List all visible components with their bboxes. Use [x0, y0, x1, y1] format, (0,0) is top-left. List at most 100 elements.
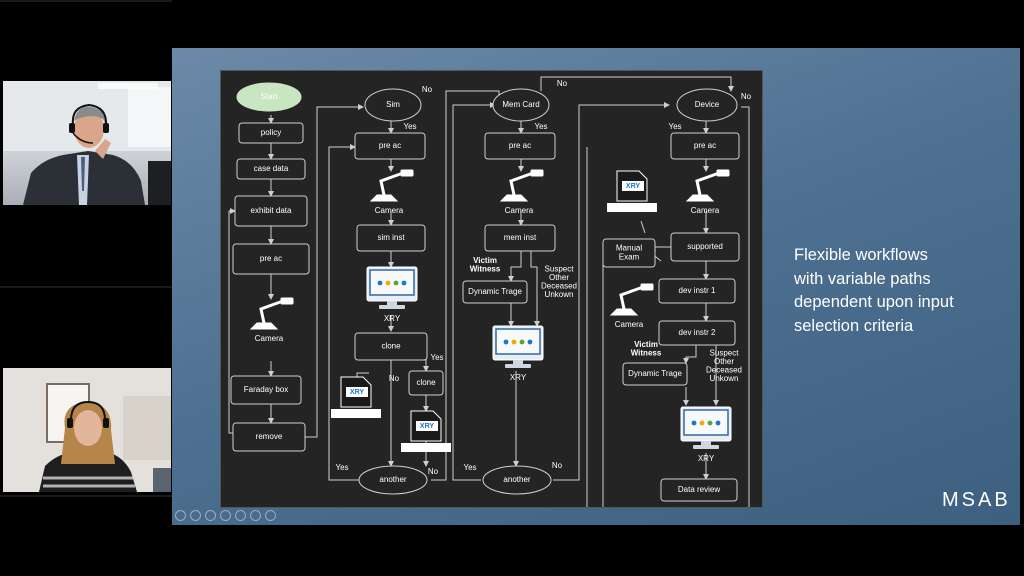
- remove-node: remove: [232, 422, 306, 452]
- camera-mem-node: Camera: [499, 169, 544, 215]
- clone-node: clone: [354, 332, 428, 361]
- more-options-icon[interactable]: [265, 510, 276, 521]
- svg-text:clone: clone: [416, 378, 436, 387]
- data-review-node: Data review: [660, 478, 738, 502]
- xry-sim-node: XRY: [366, 266, 418, 323]
- previous-slide-icon[interactable]: [175, 510, 186, 521]
- svg-text:XRY: XRY: [698, 454, 715, 463]
- xry-device-node: XRY: [680, 406, 732, 463]
- pre-ac-mem-node: pre ac: [484, 132, 556, 160]
- xry-mem-node: XRY: [492, 325, 544, 382]
- flow-edges: [228, 76, 750, 507]
- faraday-box-node: Faraday box: [230, 375, 302, 405]
- flow-connector: [540, 76, 734, 92]
- svg-text:XRY: XRY: [510, 373, 527, 382]
- flow-connector: [328, 144, 361, 481]
- another-decision-node-2: another: [482, 465, 552, 495]
- slide-caption: Flexible workflows with variable paths d…: [794, 244, 1004, 338]
- slide-toolbar: [175, 510, 276, 524]
- caption-line: dependent upon input: [794, 293, 954, 311]
- grid-view-icon[interactable]: [220, 510, 231, 521]
- flow-connector: [452, 102, 496, 481]
- edge-label: Yes: [403, 122, 416, 131]
- svg-text:XRY: XRY: [350, 389, 364, 396]
- dynamic-triage-node: Dynamic Trage: [462, 280, 528, 304]
- svg-text:Camera: Camera: [615, 320, 644, 329]
- supported-node: supported: [670, 232, 740, 262]
- zoom-icon[interactable]: [235, 510, 246, 521]
- caption-line: Flexible workflows: [794, 246, 928, 264]
- next-slide-icon[interactable]: [190, 510, 201, 521]
- svg-text:pre ac: pre ac: [379, 141, 401, 150]
- svg-text:XRY: XRY: [420, 423, 434, 430]
- flow-connector: [741, 106, 750, 507]
- svg-text:pre ac: pre ac: [509, 141, 531, 150]
- svg-text:Camera: Camera: [255, 334, 284, 343]
- svg-text:pre ac: pre ac: [260, 254, 282, 263]
- pre-ac-device-node: pre ac: [670, 132, 740, 160]
- flow-connector: [553, 102, 670, 481]
- svg-text:Camera: Camera: [691, 206, 720, 215]
- dynamic-triage-node-2: Dynamic Trage: [622, 362, 688, 386]
- caption-line: with variable paths: [794, 269, 931, 288]
- xry-file-icon-3: XRY: [607, 170, 657, 212]
- edge-label: Yes: [335, 463, 348, 472]
- svg-text:clone: clone: [381, 342, 401, 351]
- svg-text:mem inst: mem inst: [504, 233, 537, 242]
- svg-text:Data review: Data review: [678, 485, 720, 494]
- camera-manual-node: Camera: [609, 283, 654, 329]
- caption-line: selection criteria: [794, 316, 914, 335]
- start-node: Start: [236, 82, 302, 112]
- svg-text:policy: policy: [261, 128, 281, 137]
- flow-connector: [530, 251, 540, 327]
- svg-text:Dynamic Trage: Dynamic Trage: [468, 287, 522, 296]
- case-data-node: case data: [236, 158, 306, 180]
- camera-device-node: Camera: [685, 169, 730, 215]
- flow-connector: [683, 345, 697, 364]
- svg-text:Dynamic Trage: Dynamic Trage: [628, 369, 682, 378]
- msab-logo: MSAB: [942, 489, 1011, 511]
- svg-text:pre ac: pre ac: [694, 141, 716, 150]
- edge-label: Yes: [668, 122, 681, 131]
- mem-card-decision-node: Mem Card: [492, 88, 550, 122]
- svg-text:Mem Card: Mem Card: [502, 100, 539, 109]
- edge-label: No: [552, 461, 563, 470]
- exhibit-data-node: exhibit data: [234, 195, 308, 227]
- svg-text:Camera: Camera: [375, 206, 404, 215]
- svg-text:remove: remove: [256, 432, 283, 441]
- another-decision-node: another: [358, 465, 428, 495]
- device-decision-node: Device: [676, 88, 738, 122]
- svg-text:Camera: Camera: [505, 206, 534, 215]
- svg-text:Faraday box: Faraday box: [244, 385, 288, 394]
- edge-label: No: [428, 467, 439, 476]
- subtitles-icon[interactable]: [250, 510, 261, 521]
- flow-connector: [508, 251, 522, 282]
- svg-text:another: another: [379, 475, 406, 484]
- edge-label: Yes: [463, 463, 476, 472]
- participant-video-2: [3, 368, 171, 492]
- svg-text:XRY: XRY: [626, 183, 640, 190]
- edge-label: Yes: [430, 353, 443, 362]
- edge-label: No: [422, 85, 433, 94]
- sim-decision-node: Sim: [364, 88, 422, 122]
- svg-text:exhibit data: exhibit data: [251, 206, 292, 215]
- svg-text:supported: supported: [687, 242, 723, 251]
- pen-icon[interactable]: [205, 510, 216, 521]
- edge-label: No: [741, 92, 752, 101]
- svg-text:dev instr 1: dev instr 1: [679, 286, 716, 295]
- svg-text:XRY: XRY: [384, 314, 401, 323]
- flow-nodes: Start policy case data exhibit data pre ac Ca…: [230, 82, 740, 502]
- pre-ac-node: pre ac: [232, 243, 310, 275]
- xry-file-icon: XRY: [331, 376, 381, 418]
- pre-ac-sim-node: pre ac: [354, 132, 426, 160]
- flow-connector: [305, 104, 364, 438]
- svg-text:Device: Device: [695, 100, 720, 109]
